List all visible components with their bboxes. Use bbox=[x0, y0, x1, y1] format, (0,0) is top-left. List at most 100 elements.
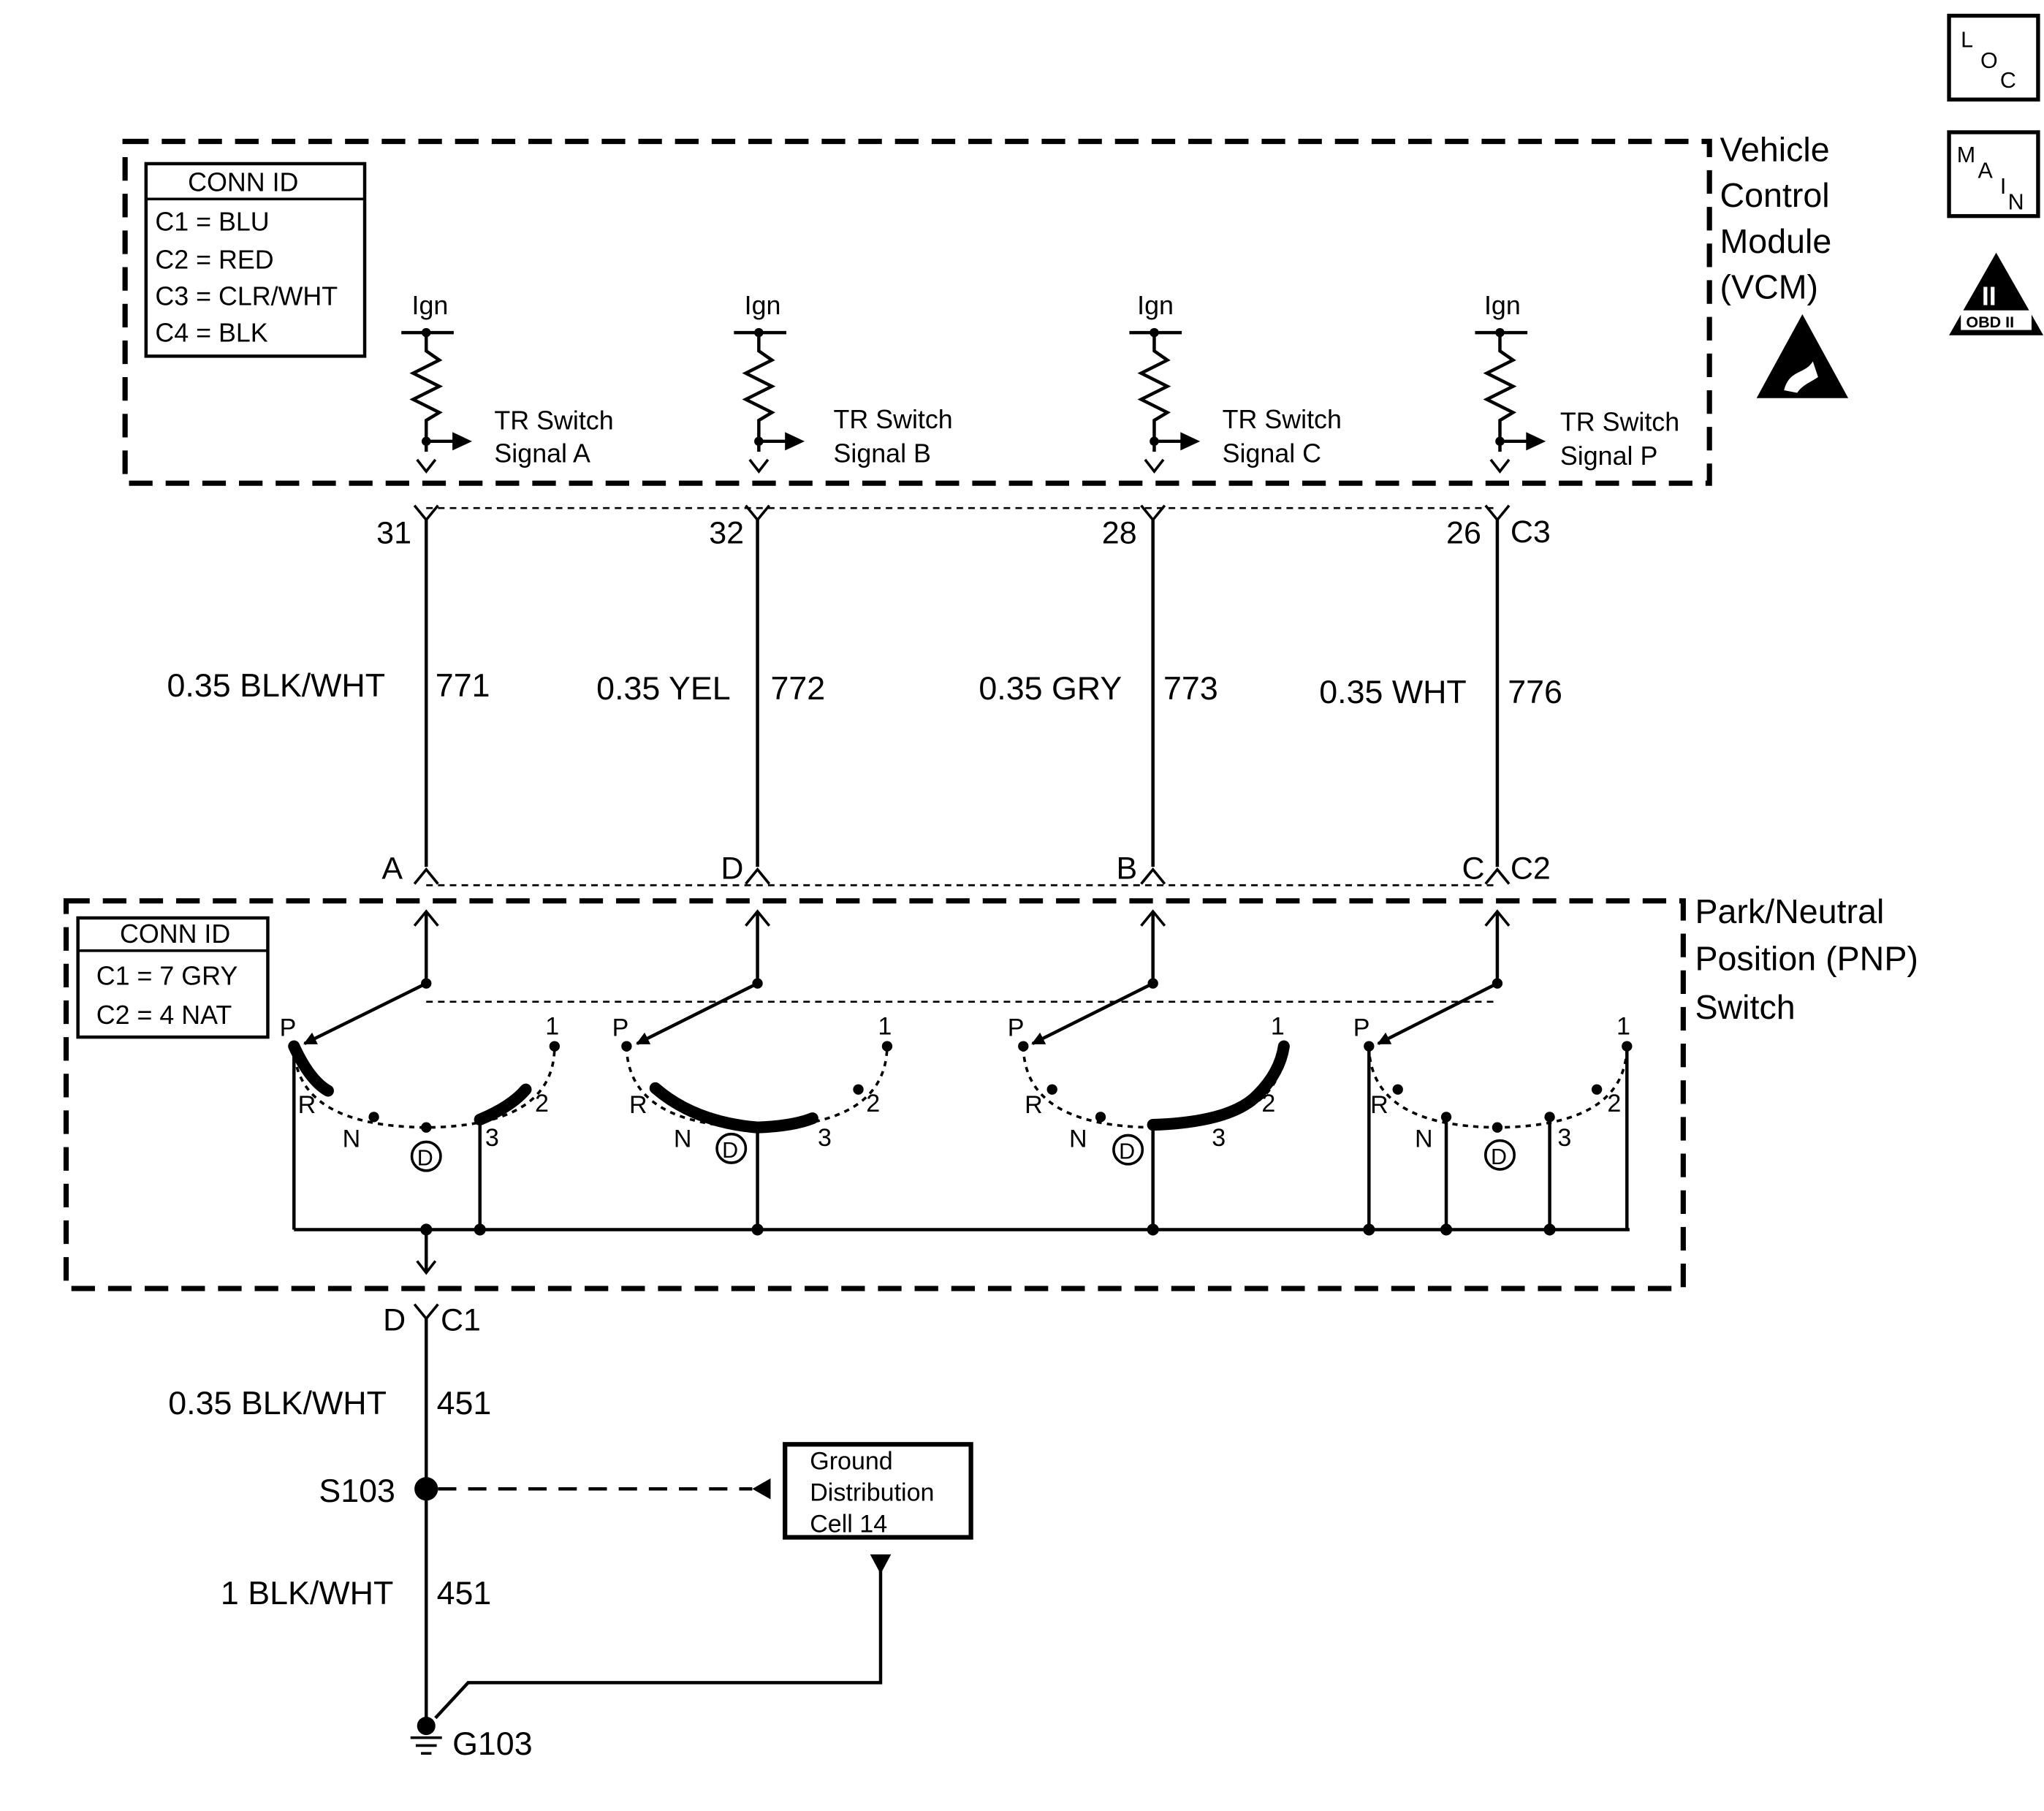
svg-text:Ign: Ign bbox=[745, 291, 781, 320]
svg-text:773: 773 bbox=[1163, 670, 1218, 707]
svg-text:28: 28 bbox=[1102, 516, 1137, 551]
svg-text:R: R bbox=[1370, 1091, 1388, 1119]
svg-text:Ign: Ign bbox=[1484, 291, 1521, 320]
main-icon[interactable]: M A I N bbox=[1947, 130, 2040, 219]
svg-text:Switch: Switch bbox=[1695, 988, 1795, 1026]
svg-text:R: R bbox=[298, 1091, 316, 1119]
svg-text:771: 771 bbox=[436, 667, 490, 704]
vcm-circuit-signal-b: Ign TR Switch Signal B bbox=[734, 291, 953, 474]
svg-text:OBD II: OBD II bbox=[1966, 314, 2014, 331]
svg-text:N: N bbox=[343, 1125, 361, 1153]
svg-text:Control: Control bbox=[1720, 176, 1830, 214]
svg-text:451: 451 bbox=[437, 1575, 492, 1611]
svg-text:B: B bbox=[1117, 851, 1138, 886]
svg-text:451: 451 bbox=[437, 1385, 492, 1421]
svg-text:P: P bbox=[612, 1014, 629, 1041]
svg-text:C3 = CLR/WHT: C3 = CLR/WHT bbox=[155, 281, 338, 311]
vcm-circuit-signal-c: Ign TR Switch Signal C bbox=[1129, 291, 1342, 474]
svg-text:L: L bbox=[1961, 28, 1973, 53]
svg-text:O: O bbox=[1980, 48, 1998, 73]
vcm-circuit-signal-a: Ign TR Switch Signal A bbox=[401, 291, 614, 474]
svg-text:Position (PNP): Position (PNP) bbox=[1695, 940, 1918, 978]
svg-text:C: C bbox=[1462, 851, 1485, 886]
svg-text:N: N bbox=[1069, 1125, 1087, 1153]
wire-771: 31 0.35 BLK/WHT 771 A bbox=[167, 504, 490, 886]
switch-section-c: P R N D 3 2 1 bbox=[1008, 909, 1290, 1230]
svg-text:0.35 GRY: 0.35 GRY bbox=[979, 670, 1122, 707]
svg-text:TR Switch: TR Switch bbox=[494, 406, 613, 436]
svg-text:0.35 BLK/WHT: 0.35 BLK/WHT bbox=[167, 667, 385, 704]
svg-text:TR Switch: TR Switch bbox=[1223, 405, 1342, 434]
ground-circuit: D C1 0.35 BLK/WHT 451 S103 1 BLK/WHT 451… bbox=[168, 1302, 892, 1762]
svg-text:II: II bbox=[1982, 281, 1996, 311]
ground-distribution-ref-box[interactable]: Ground Distribution Cell 14 bbox=[783, 1442, 973, 1540]
svg-text:2: 2 bbox=[866, 1090, 880, 1117]
connector-c3-label: C3 bbox=[1511, 515, 1551, 550]
svg-text:TR Switch: TR Switch bbox=[833, 405, 952, 434]
pnp-boundary bbox=[63, 898, 1686, 1291]
svg-text:D: D bbox=[1119, 1139, 1135, 1164]
svg-text:1: 1 bbox=[878, 1012, 892, 1040]
svg-text:1 BLK/WHT: 1 BLK/WHT bbox=[221, 1575, 393, 1611]
switch-section-b: P R N D 3 2 1 bbox=[612, 909, 893, 1230]
wire-773: 28 0.35 GRY 773 B bbox=[979, 504, 1218, 886]
svg-text:CONN ID: CONN ID bbox=[188, 168, 298, 197]
svg-text:R: R bbox=[629, 1091, 647, 1119]
svg-text:S103: S103 bbox=[319, 1473, 395, 1509]
svg-text:D: D bbox=[1491, 1144, 1507, 1169]
svg-text:A: A bbox=[381, 851, 403, 886]
svg-text:Signal B: Signal B bbox=[833, 438, 930, 468]
svg-text:3: 3 bbox=[1557, 1124, 1571, 1152]
svg-text:0.35 BLK/WHT: 0.35 BLK/WHT bbox=[168, 1385, 387, 1421]
svg-text:R: R bbox=[1025, 1091, 1043, 1119]
svg-text:C1: C1 bbox=[441, 1302, 481, 1337]
vcm-title: Vehicle Control Module (VCM) bbox=[1720, 130, 1832, 305]
loc-icon[interactable]: L O C bbox=[1947, 13, 2040, 102]
vcm-circuit-signal-p: Ign TR Switch Signal P bbox=[1475, 291, 1679, 474]
vcm-boundary bbox=[122, 138, 1712, 486]
svg-text:772: 772 bbox=[770, 670, 825, 707]
svg-text:Distribution: Distribution bbox=[810, 1478, 934, 1506]
svg-text:Park/Neutral: Park/Neutral bbox=[1695, 892, 1884, 930]
svg-text:D: D bbox=[383, 1302, 406, 1337]
svg-text:3: 3 bbox=[1212, 1124, 1226, 1152]
svg-text:N: N bbox=[674, 1125, 692, 1153]
svg-text:Ign: Ign bbox=[1137, 291, 1174, 320]
svg-text:TR Switch: TR Switch bbox=[1560, 407, 1679, 436]
svg-text:2: 2 bbox=[1261, 1090, 1275, 1117]
svg-text:C2 = RED: C2 = RED bbox=[155, 245, 273, 274]
svg-text:2: 2 bbox=[535, 1090, 549, 1117]
svg-text:Module: Module bbox=[1720, 222, 1832, 260]
svg-text:1: 1 bbox=[1271, 1012, 1285, 1040]
esd-warning-icon bbox=[1756, 314, 1849, 398]
switch-section-a: P R N D 3 2 1 bbox=[280, 909, 561, 1230]
svg-text:2: 2 bbox=[1607, 1090, 1621, 1117]
svg-text:1: 1 bbox=[545, 1012, 559, 1040]
svg-text:1: 1 bbox=[1616, 1012, 1630, 1040]
switch-section-p: P R N D 3 2 1 bbox=[1353, 909, 1633, 1230]
obd-ii-icon[interactable]: II OBD II bbox=[1949, 252, 2044, 335]
svg-text:C1 = 7 GRY: C1 = 7 GRY bbox=[96, 961, 238, 990]
svg-text:Signal P: Signal P bbox=[1560, 441, 1657, 471]
svg-text:3: 3 bbox=[818, 1124, 832, 1152]
svg-text:P: P bbox=[280, 1014, 297, 1041]
vcm-conn-id-table: CONN ID C1 = BLU C2 = RED C3 = CLR/WHT C… bbox=[144, 162, 367, 358]
wire-772: 32 0.35 YEL 772 D bbox=[596, 504, 825, 886]
svg-text:D: D bbox=[417, 1146, 433, 1171]
svg-text:(VCM): (VCM) bbox=[1720, 268, 1819, 306]
svg-text:I: I bbox=[2000, 174, 2006, 199]
svg-text:G103: G103 bbox=[452, 1725, 533, 1762]
svg-text:M: M bbox=[1957, 143, 1975, 167]
svg-text:C1 = BLU: C1 = BLU bbox=[155, 207, 269, 236]
svg-text:31: 31 bbox=[376, 516, 411, 551]
pnp-ground-bus bbox=[294, 1223, 1630, 1275]
svg-text:32: 32 bbox=[709, 516, 744, 551]
svg-text:26: 26 bbox=[1446, 516, 1481, 551]
svg-text:Signal C: Signal C bbox=[1223, 438, 1321, 468]
svg-text:C2 = 4 NAT: C2 = 4 NAT bbox=[96, 1001, 232, 1030]
svg-text:3: 3 bbox=[485, 1124, 499, 1152]
svg-text:Vehicle: Vehicle bbox=[1720, 130, 1830, 168]
svg-text:P: P bbox=[1353, 1014, 1370, 1041]
svg-text:P: P bbox=[1008, 1014, 1025, 1041]
